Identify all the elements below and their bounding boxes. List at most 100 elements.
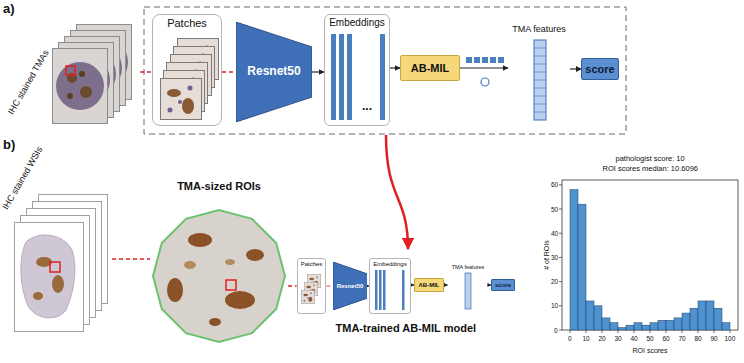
dashed-link bbox=[326, 286, 332, 287]
small-feature-bar bbox=[465, 273, 471, 309]
tick-mark bbox=[730, 330, 731, 333]
tma-stack bbox=[66, 66, 75, 75]
tick-label: 0 bbox=[554, 327, 558, 334]
tma-stack bbox=[53, 25, 132, 124]
tick-mark bbox=[559, 257, 562, 258]
instance-row bbox=[474, 57, 480, 63]
axis-title: ROI scores bbox=[633, 347, 668, 355]
feature-column: TMA features bbox=[508, 22, 570, 124]
instance-row bbox=[466, 57, 472, 63]
node-label: Resnet50 bbox=[337, 283, 364, 290]
tick-mark bbox=[714, 330, 715, 333]
tick-label: 40 bbox=[631, 335, 638, 342]
embeddings-box: Embeddings... bbox=[324, 14, 390, 126]
tick-mark bbox=[586, 330, 587, 333]
feature-column: TMA features bbox=[448, 262, 489, 312]
histogram-bar bbox=[610, 323, 618, 330]
tick-label: 10 bbox=[583, 335, 590, 342]
dashed-link bbox=[140, 71, 152, 73]
embeddings-box: Embeddings bbox=[369, 258, 410, 314]
resnet-block: Resnet50 bbox=[333, 262, 368, 310]
wsi-stack bbox=[15, 223, 84, 332]
roi-tissue bbox=[246, 249, 264, 261]
tick-label: 90 bbox=[711, 335, 718, 342]
histogram-bar bbox=[602, 318, 610, 330]
tick-label: 80 bbox=[695, 335, 702, 342]
patches-box: Patches bbox=[297, 258, 327, 314]
histogram-bar bbox=[586, 301, 594, 330]
patches-box: Patches bbox=[152, 14, 222, 126]
small-embedding-bars bbox=[375, 270, 405, 310]
tick-label: 60 bbox=[551, 181, 558, 188]
axis-title: # of ROIs bbox=[543, 240, 551, 270]
roi-tissue bbox=[167, 278, 183, 302]
tick-mark bbox=[650, 330, 651, 333]
feature-bar bbox=[534, 40, 546, 120]
tick-label: 50 bbox=[551, 206, 558, 213]
pipeline-frame bbox=[144, 7, 626, 134]
panel-letter: b) bbox=[3, 138, 15, 153]
transfer-arrow bbox=[386, 135, 408, 249]
trapezoid-shape bbox=[236, 22, 312, 122]
instance-row bbox=[498, 57, 504, 63]
histogram-bar bbox=[650, 323, 658, 330]
small-patch-stack bbox=[301, 274, 321, 304]
roi-tissue bbox=[153, 210, 285, 342]
trapezoid-shape bbox=[333, 262, 368, 310]
score-box: score bbox=[491, 279, 515, 291]
tick-mark bbox=[559, 233, 562, 234]
node-label: TMA features bbox=[512, 24, 566, 34]
node-label: IHC stained WSIs bbox=[0, 145, 44, 212]
tick-label: 30 bbox=[615, 335, 622, 342]
node-label: Patches bbox=[301, 261, 323, 268]
abmil-box: AB-MIL bbox=[414, 278, 444, 292]
tick-label: 0 bbox=[568, 335, 572, 342]
tick-label: 30 bbox=[551, 254, 558, 261]
tick-label: 60 bbox=[663, 335, 670, 342]
score-box: score bbox=[581, 58, 618, 80]
feature-bar bbox=[534, 40, 546, 120]
histogram-bar bbox=[626, 325, 634, 330]
node-label: Resnet50 bbox=[247, 65, 300, 79]
feature-bar bbox=[534, 48, 546, 112]
instance-row bbox=[466, 57, 504, 86]
instance-row bbox=[482, 57, 488, 63]
tick-mark bbox=[682, 330, 683, 333]
tick-mark bbox=[602, 330, 603, 333]
instance-row bbox=[481, 78, 489, 86]
histogram-bar bbox=[634, 323, 642, 330]
roi-tissue bbox=[226, 280, 236, 290]
patch-stack bbox=[161, 39, 219, 120]
node-label: TMA-sized ROIs bbox=[177, 180, 261, 193]
histogram-bar bbox=[578, 204, 586, 330]
histogram-bar bbox=[714, 308, 722, 330]
tick-mark bbox=[559, 209, 562, 210]
histogram-bar bbox=[570, 190, 578, 330]
dashed-link bbox=[288, 285, 297, 287]
tick-label: 70 bbox=[679, 335, 686, 342]
wsi-stack bbox=[50, 262, 60, 272]
tma-stack bbox=[53, 49, 108, 124]
patch-stack bbox=[161, 79, 202, 120]
node-label: AB-MIL bbox=[419, 282, 440, 289]
chart-title: pathologist score: 10 bbox=[616, 155, 685, 164]
instance-row bbox=[490, 57, 496, 63]
flow-arrow bbox=[570, 68, 581, 69]
roi-tissue bbox=[225, 291, 255, 309]
node-label: Patches bbox=[167, 17, 207, 30]
roi-region: TMA-sized ROIs bbox=[150, 178, 288, 348]
tick-mark bbox=[559, 305, 562, 306]
flow-arrow bbox=[460, 67, 508, 68]
tick-label: 40 bbox=[551, 230, 558, 237]
small-embedding-bars bbox=[383, 270, 386, 310]
panel-letter: a) bbox=[3, 2, 15, 17]
abmil-box: AB-MIL bbox=[400, 55, 460, 81]
histogram-bar bbox=[706, 301, 714, 330]
histogram-bar bbox=[594, 306, 602, 330]
tick-mark bbox=[634, 330, 635, 333]
small-patch-stack bbox=[301, 290, 315, 304]
node-label: Embeddings bbox=[373, 261, 406, 268]
embedding-bars bbox=[331, 34, 336, 120]
